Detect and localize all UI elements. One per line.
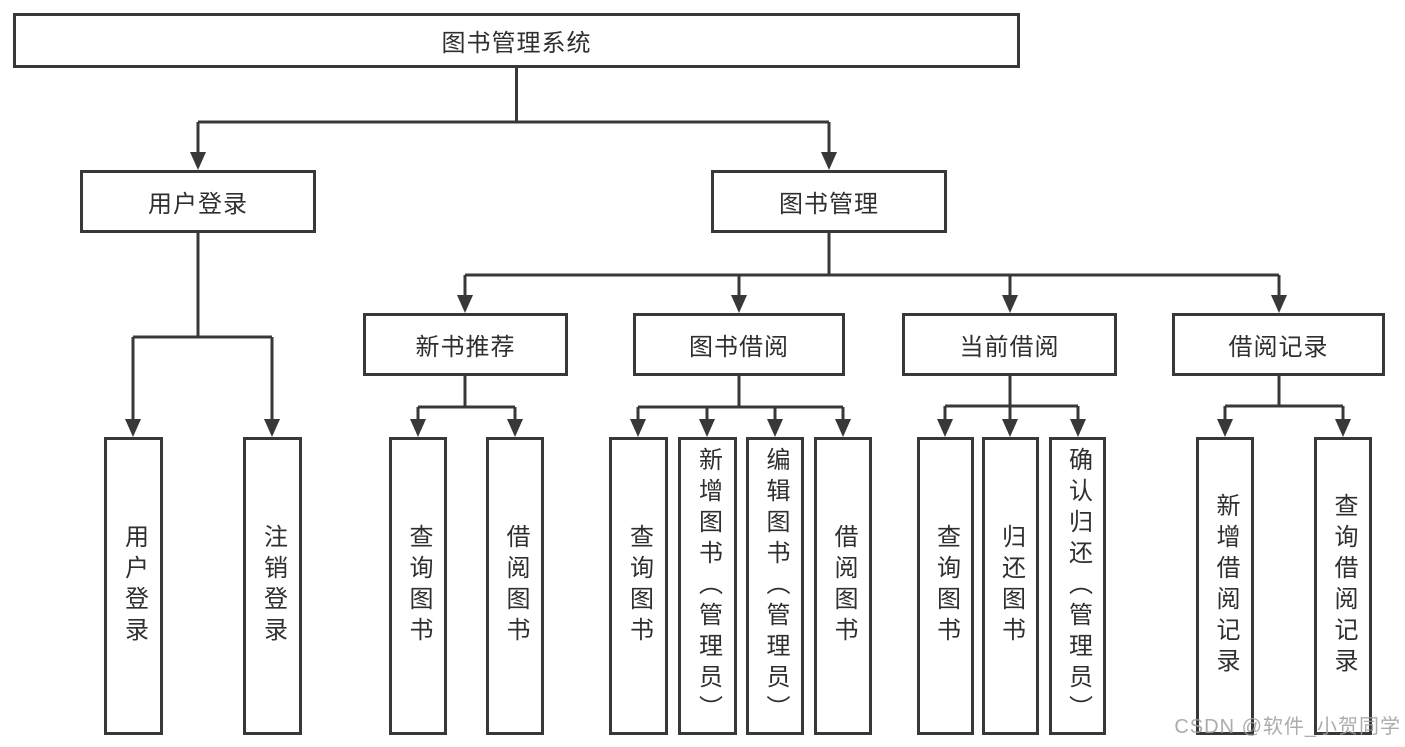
- leaf-label: 新增借阅记录: [1212, 493, 1239, 679]
- leaf-newbook-query-books: 查询图书: [389, 437, 447, 735]
- node-current-borrowing: 当前借阅: [902, 313, 1117, 376]
- csdn-watermark: CSDN @软件_小贺同学: [1174, 716, 1401, 738]
- node-label: 新书推荐: [415, 334, 516, 361]
- node-book-borrowing: 图书借阅: [633, 313, 845, 376]
- leaf-label: 查询借阅记录: [1330, 493, 1357, 679]
- leaf-borrow-add-books-admin: 新增图书（管理员）: [678, 437, 737, 735]
- leaf-label: 编辑图书（管理员）: [762, 446, 789, 726]
- leaf-label: 归还图书: [997, 524, 1025, 648]
- leaf-label: 查询图书: [932, 524, 960, 648]
- leaf-label: 注销登录: [259, 524, 287, 648]
- leaf-current-return-books: 归还图书: [982, 437, 1039, 735]
- leaf-current-confirm-return-admin: 确认归还（管理员）: [1049, 437, 1106, 735]
- leaf-records-query-record: 查询借阅记录: [1314, 437, 1372, 735]
- leaf-records-add-record: 新增借阅记录: [1196, 437, 1254, 735]
- leaf-user-login: 用户登录: [104, 437, 163, 735]
- leaf-borrow-edit-books-admin: 编辑图书（管理员）: [746, 437, 804, 735]
- leaf-logout: 注销登录: [243, 437, 302, 735]
- node-new-book-recommend: 新书推荐: [363, 313, 568, 376]
- leaf-label: 借阅图书: [830, 524, 857, 648]
- node-book-management: 图书管理: [711, 170, 947, 233]
- node-label: 图书借阅: [689, 334, 789, 361]
- leaf-label: 新增图书（管理员）: [694, 446, 722, 726]
- node-label: 图书管理系统: [441, 30, 592, 57]
- leaf-label: 确认归还（管理员）: [1064, 446, 1092, 726]
- node-borrowing-records: 借阅记录: [1172, 313, 1385, 376]
- leaf-label: 用户登录: [120, 524, 148, 648]
- node-library-system: 图书管理系统: [13, 13, 1020, 68]
- leaf-borrow-borrow-books: 借阅图书: [814, 437, 872, 735]
- node-user-login: 用户登录: [80, 170, 316, 233]
- node-label: 用户登录: [148, 191, 248, 218]
- node-label: 当前借阅: [959, 334, 1060, 361]
- leaf-label: 查询图书: [405, 524, 432, 648]
- leaf-borrow-query-books: 查询图书: [609, 437, 668, 735]
- leaf-newbook-borrow-books: 借阅图书: [486, 437, 544, 735]
- leaf-label: 借阅图书: [502, 524, 529, 648]
- node-label: 图书管理: [779, 191, 879, 218]
- leaf-label: 查询图书: [625, 524, 653, 648]
- leaf-current-query-books: 查询图书: [917, 437, 974, 735]
- node-label: 借阅记录: [1228, 334, 1329, 361]
